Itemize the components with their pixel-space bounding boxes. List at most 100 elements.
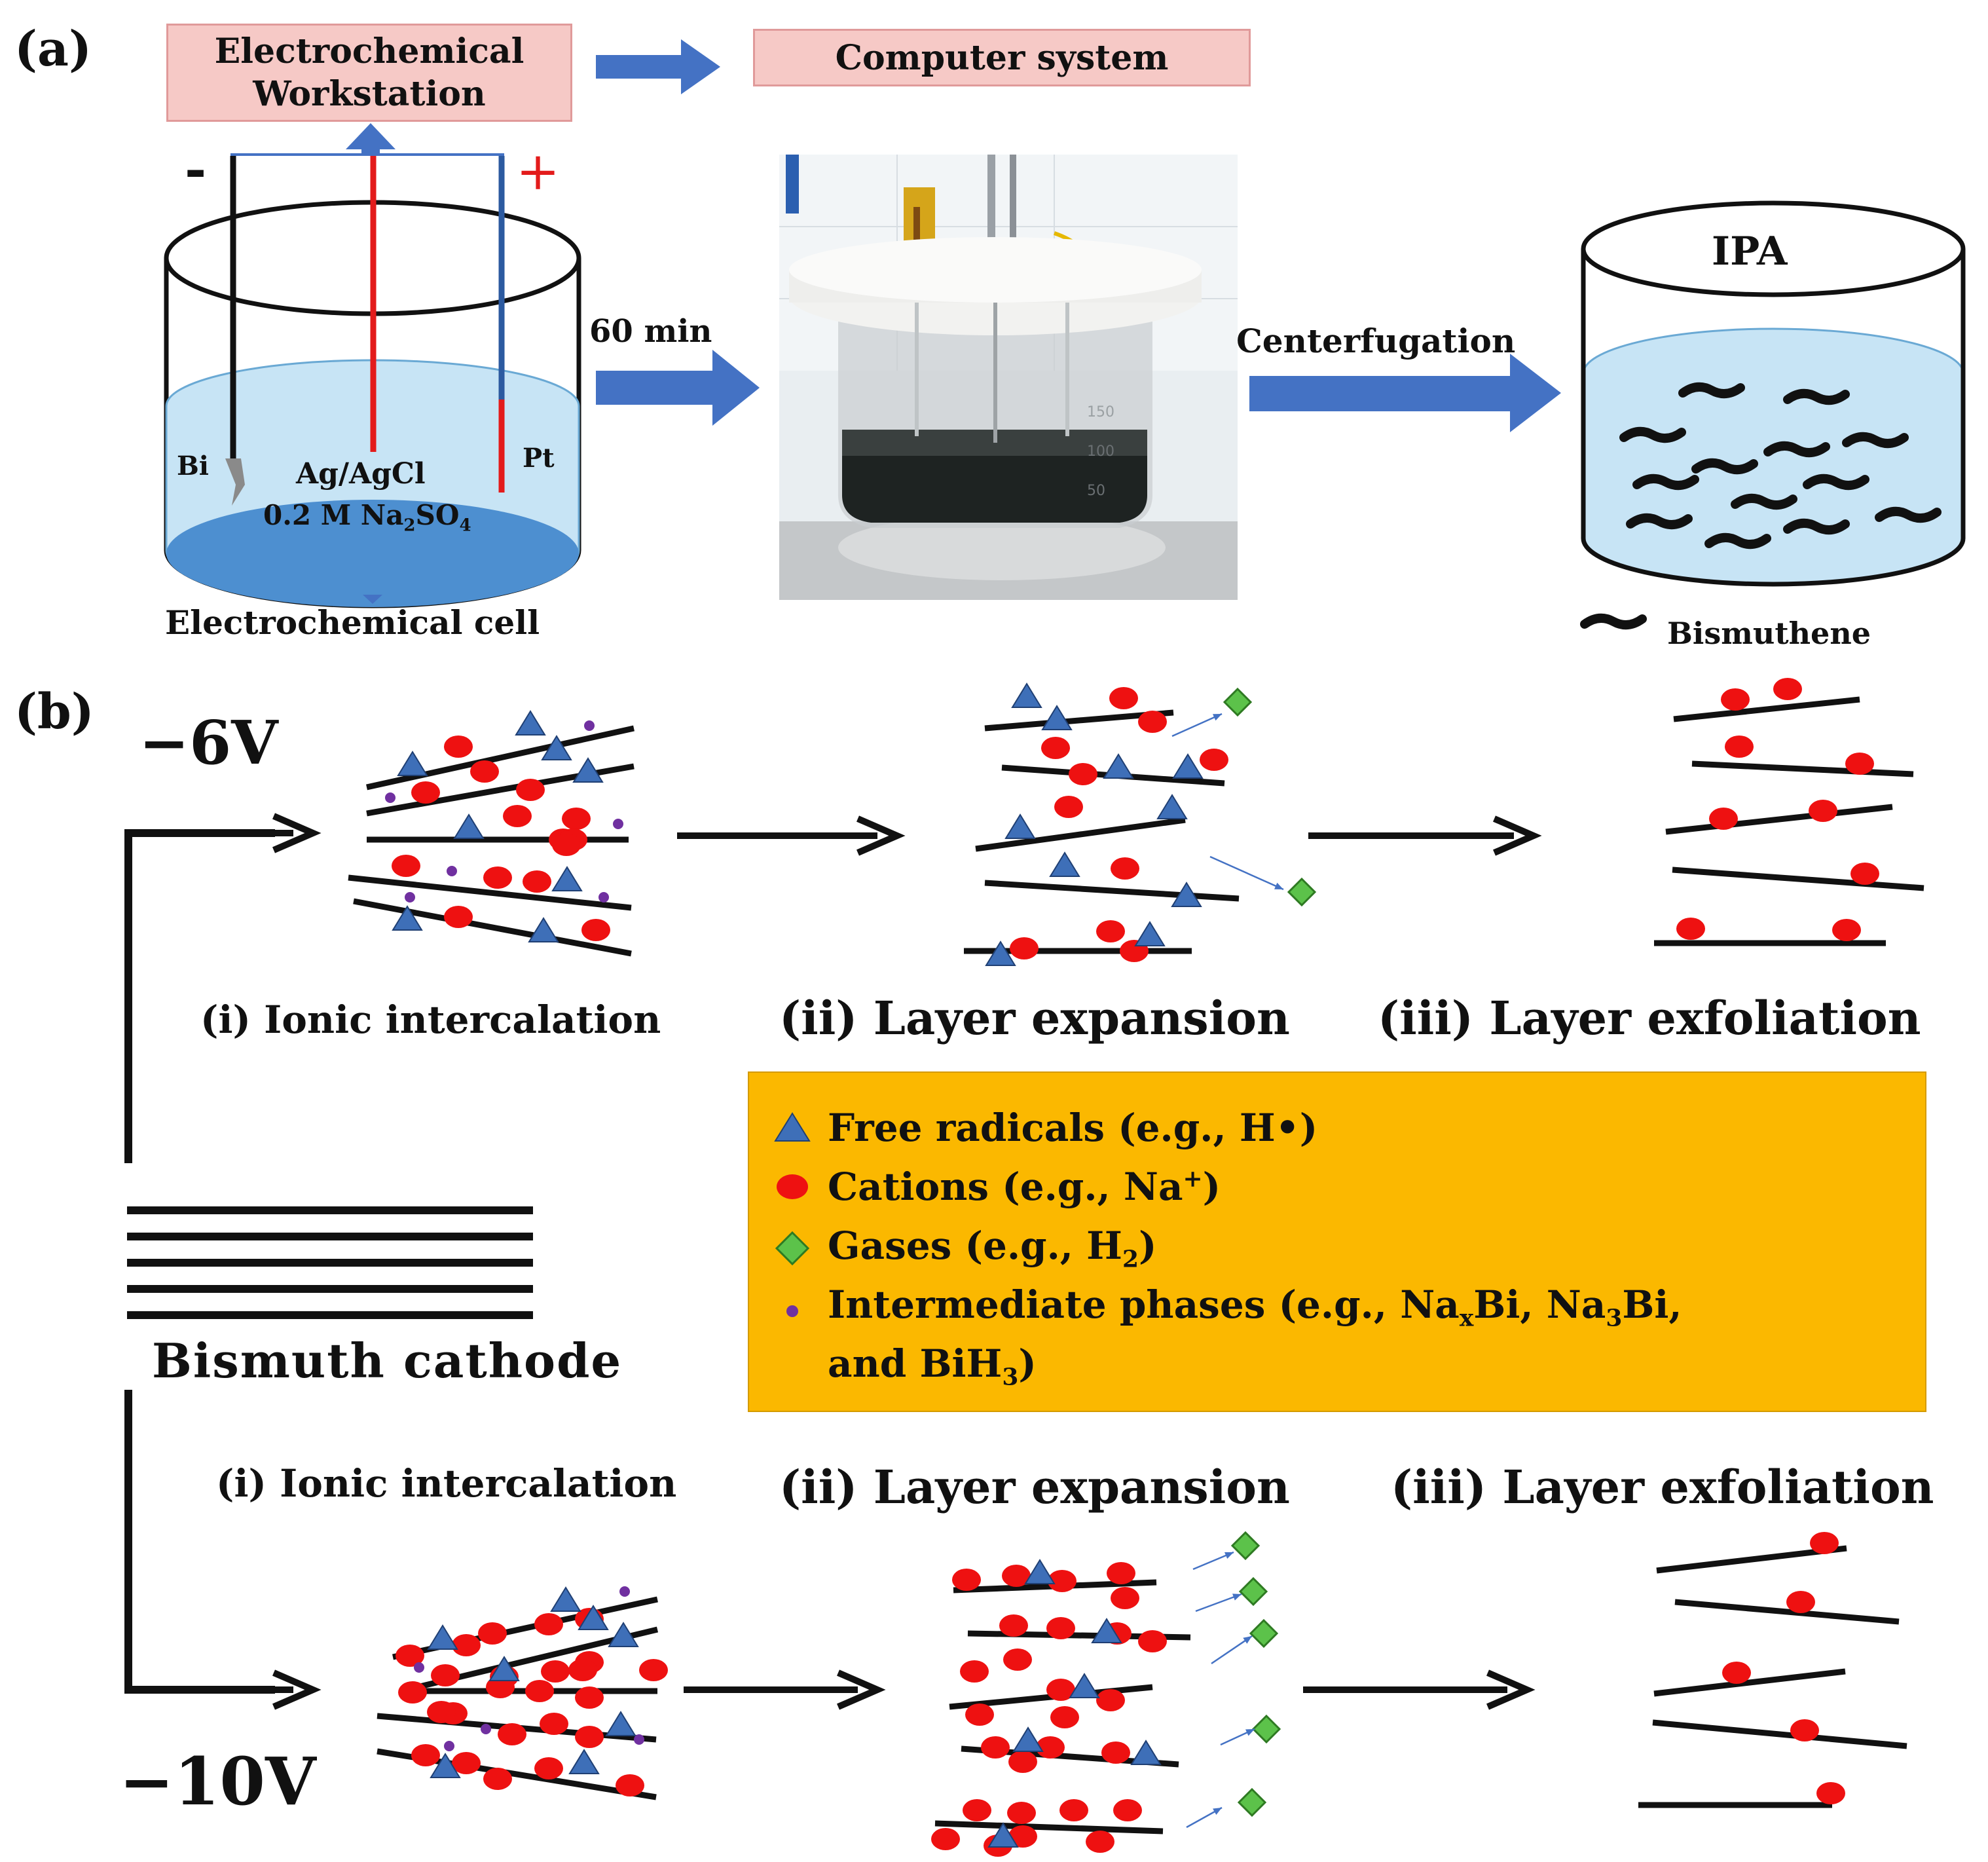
circle-icon: [777, 1174, 808, 1199]
bismuthene-label: Bismuthene: [1667, 616, 1871, 651]
radical: [1134, 921, 1166, 946]
cation: [516, 779, 545, 801]
gas-arrowhead: [1245, 1729, 1255, 1736]
cation: [581, 919, 610, 941]
solvent-label: IPA: [1712, 229, 1788, 274]
cation: [1786, 1591, 1815, 1613]
cation: [562, 808, 591, 830]
branch-lines: [124, 829, 275, 1694]
cation: [1086, 1831, 1114, 1853]
bismuth-cathode-stack: [127, 1206, 533, 1319]
arrow-to-computer: [596, 39, 720, 94]
process-arrows: [244, 813, 1542, 1710]
ref-electrode-label: Ag/AgCl: [296, 457, 426, 491]
intermediate: [405, 892, 415, 903]
cation: [498, 1723, 526, 1745]
radical: [1091, 1618, 1122, 1643]
gas-arrowhead: [1213, 714, 1222, 721]
layer-line: [1656, 1545, 1847, 1574]
cation: [1722, 1662, 1751, 1684]
process-arrow-head: [272, 1669, 322, 1710]
cation: [1002, 1565, 1031, 1587]
radical: [1130, 1740, 1162, 1765]
cation: [1101, 1741, 1130, 1764]
stage-top-intercalation: (i) Ionic intercalation: [200, 997, 661, 1042]
cation: [981, 1736, 1010, 1759]
svg-text:100: 100: [1087, 443, 1114, 460]
radical: [1069, 1673, 1100, 1698]
bismuthene-flake: [1803, 474, 1869, 491]
gas-arrowhead: [1213, 1808, 1222, 1815]
centrifugation-label: Centerfugation: [1236, 322, 1516, 360]
cation: [1809, 800, 1837, 822]
bismuthene-flake: [1731, 493, 1797, 510]
cation: [483, 866, 512, 889]
intermediate: [634, 1734, 644, 1745]
bismuthene-flake: [1783, 518, 1850, 535]
radical: [515, 710, 546, 735]
bismuthene-flake: [1678, 382, 1745, 399]
cation: [1007, 1802, 1036, 1824]
process-arrow-head: [1486, 1669, 1536, 1710]
cation: [1046, 1617, 1075, 1639]
intermediate: [584, 720, 595, 731]
radical: [541, 735, 572, 760]
layer-line: [1673, 696, 1860, 722]
cation: [1832, 919, 1861, 941]
cation: [931, 1828, 960, 1850]
cation: [952, 1569, 981, 1591]
dot-icon: [786, 1305, 798, 1317]
layer-line: [366, 725, 635, 791]
cation: [1046, 1679, 1075, 1701]
cation: [1816, 1782, 1845, 1804]
minus-sign: -: [185, 138, 207, 200]
radical: [550, 1586, 581, 1612]
intermediate: [447, 866, 457, 876]
cation: [396, 1645, 424, 1667]
stage-bottom-exfoliation: (iii) Layer exfoliation: [1391, 1460, 1934, 1514]
cation: [1810, 1532, 1839, 1554]
layer-line: [984, 880, 1240, 902]
bismuthene-flake: [1626, 513, 1693, 530]
radical: [430, 1753, 461, 1778]
gas: [1249, 1618, 1279, 1648]
computer-label: Computer system: [835, 37, 1169, 78]
cation: [525, 1680, 554, 1702]
radical: [1024, 1559, 1056, 1584]
cation: [1773, 678, 1802, 700]
stage-bottom-intercalation: (i) Ionic intercalation: [216, 1461, 677, 1506]
species-legend: Free radicals (e.g., H•) Cations (e.g., …: [748, 1071, 1926, 1412]
diamond-icon: [775, 1231, 810, 1265]
cation: [1041, 737, 1070, 759]
cation: [1096, 920, 1125, 942]
intermediate: [481, 1724, 491, 1734]
layer-line: [934, 1820, 1164, 1834]
cation: [568, 1659, 597, 1681]
cation: [534, 1613, 563, 1635]
computer-box: Computer system: [753, 29, 1251, 86]
bismuthene-flake: [1763, 441, 1830, 458]
cation: [575, 1726, 604, 1748]
bismuthene-flake: [1632, 474, 1699, 491]
cation: [1845, 753, 1874, 775]
radical: [985, 940, 1016, 966]
intermediate: [613, 819, 623, 829]
process-arrow-head: [272, 813, 322, 853]
legend-intermediates-line2: and BiH3): [828, 1341, 1037, 1391]
layer-line: [975, 817, 1186, 852]
pt-electrode-label: Pt: [523, 443, 555, 474]
cation: [575, 1686, 604, 1709]
cation: [541, 1660, 570, 1683]
cation: [452, 1752, 481, 1774]
cation: [1096, 1689, 1125, 1711]
cation: [552, 834, 581, 856]
radical: [397, 751, 428, 776]
cation: [1054, 796, 1083, 818]
layer-line: [1674, 1599, 1900, 1625]
radical: [1004, 813, 1036, 839]
svg-text:150: 150: [1087, 404, 1114, 420]
gas-arrowhead: [1224, 1552, 1234, 1559]
cation: [960, 1660, 989, 1683]
layer-line: [1691, 760, 1914, 777]
radical: [528, 917, 559, 942]
